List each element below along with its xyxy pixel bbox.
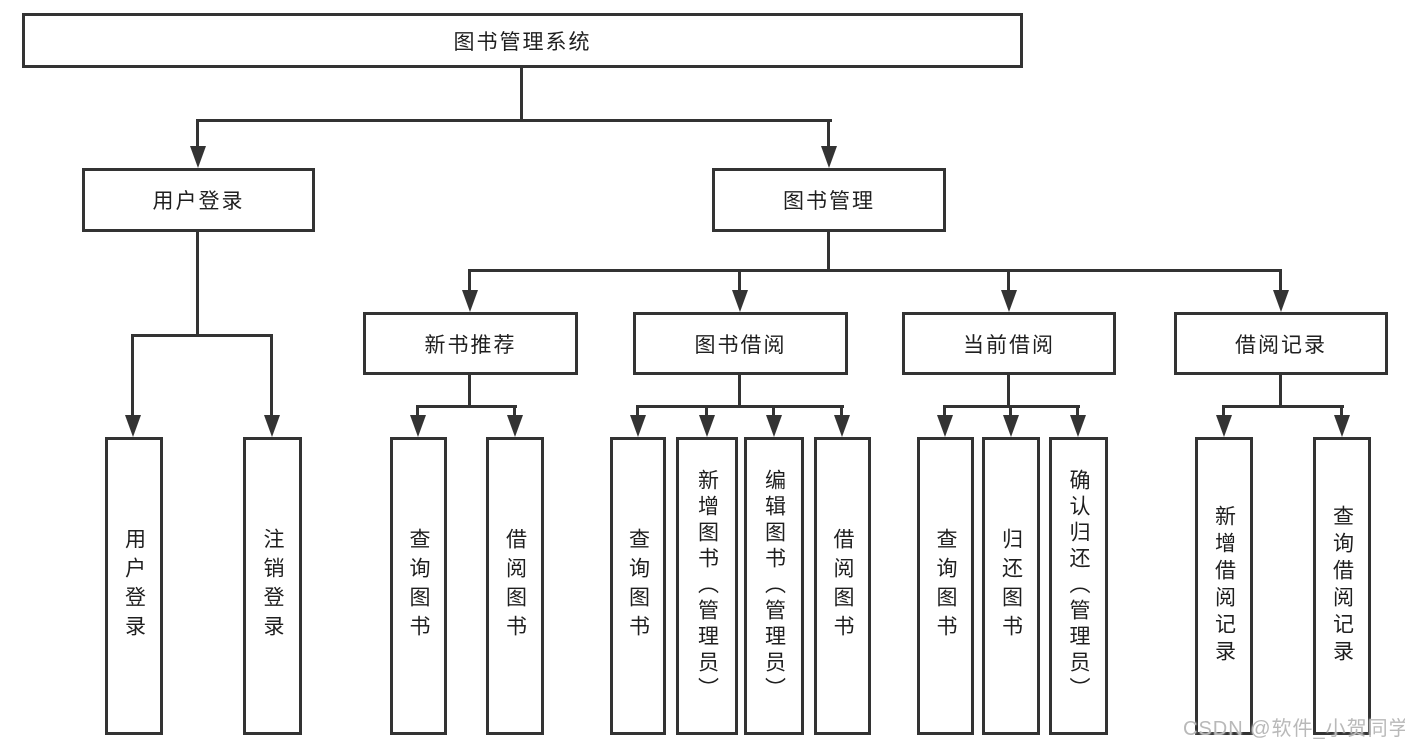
watermark: CSDN @软件_小贺同学	[1183, 712, 1405, 741]
leaf-add-borrow-record: 新增借阅记录	[1195, 437, 1253, 735]
leaf-return-books: 归还图书	[982, 437, 1040, 735]
leaf-query-books-current-label: 查询图书	[934, 528, 957, 644]
connector-line	[1007, 269, 1010, 293]
connector-line	[772, 405, 775, 419]
leaf-edit-book-admin: 编辑图书（管理员）	[744, 437, 804, 735]
connector-line	[840, 405, 843, 419]
arrow-down-icon	[732, 290, 748, 312]
leaf-borrow-books-borrowing-label: 借阅图书	[831, 528, 854, 644]
arrow-down-icon	[1334, 415, 1350, 437]
leaf-confirm-return-admin-label: 确认归还（管理员）	[1067, 469, 1090, 703]
node-current-borrowing-label: 当前借阅	[963, 333, 1055, 357]
arrow-down-icon	[507, 415, 523, 437]
node-borrowing-records: 借阅记录	[1174, 312, 1388, 375]
node-book-management: 图书管理	[712, 168, 946, 232]
leaf-logout-label: 注销登录	[261, 528, 284, 644]
arrow-down-icon	[410, 415, 426, 437]
connector-line	[469, 269, 1282, 272]
leaf-query-borrow-record: 查询借阅记录	[1313, 437, 1371, 735]
node-new-book-recommend: 新书推荐	[363, 312, 578, 375]
leaf-borrow-books-recommend: 借阅图书	[486, 437, 544, 735]
node-book-borrowing: 图书借阅	[633, 312, 848, 375]
leaf-query-books-current: 查询图书	[917, 437, 974, 735]
connector-line	[1076, 405, 1079, 419]
leaf-add-book-admin-label: 新增图书（管理员）	[695, 469, 719, 703]
node-user-login-label: 用户登录	[152, 190, 245, 213]
connector-line	[1279, 375, 1282, 407]
node-library-system-label: 图书管理系统	[453, 30, 592, 54]
connector-line	[416, 405, 517, 408]
watermark-text: CSDN @软件_小贺同学	[1183, 718, 1405, 740]
arrow-down-icon	[834, 415, 850, 437]
connector-line	[520, 68, 523, 121]
node-new-book-recommend-label: 新书推荐	[424, 333, 517, 357]
connector-line	[1007, 375, 1010, 407]
node-book-borrowing-label: 图书借阅	[694, 333, 787, 357]
leaf-user-login-label: 用户登录	[122, 528, 146, 644]
leaf-borrow-books-recommend-label: 借阅图书	[503, 528, 527, 644]
connector-line	[196, 119, 199, 152]
leaf-borrow-books-borrowing: 借阅图书	[814, 437, 871, 735]
leaf-query-books-recommend: 查询图书	[390, 437, 447, 735]
leaf-edit-book-admin-label: 编辑图书（管理员）	[762, 469, 786, 703]
arrow-down-icon	[821, 146, 837, 168]
arrow-down-icon	[1003, 415, 1019, 437]
arrow-down-icon	[125, 415, 141, 437]
arrow-down-icon	[937, 415, 953, 437]
arrow-down-icon	[264, 415, 280, 437]
leaf-query-borrow-record-label: 查询借阅记录	[1330, 505, 1354, 667]
connector-line	[943, 405, 946, 419]
connector-line	[131, 334, 134, 418]
connector-line	[705, 405, 708, 419]
leaf-query-books-borrowing-label: 查询图书	[626, 528, 650, 644]
node-borrowing-records-label: 借阅记录	[1235, 333, 1327, 357]
connector-line	[1279, 269, 1282, 293]
leaf-logout: 注销登录	[243, 437, 302, 735]
connector-line	[1222, 405, 1344, 408]
connector-line	[636, 405, 639, 419]
leaf-query-books-borrowing: 查询图书	[610, 437, 666, 735]
connector-line	[1009, 405, 1012, 419]
connector-line	[1340, 405, 1343, 419]
leaf-add-book-admin: 新增图书（管理员）	[676, 437, 738, 735]
arrow-down-icon	[190, 146, 206, 168]
connector-line	[416, 405, 419, 419]
connector-line	[1222, 405, 1225, 419]
connector-line	[827, 119, 830, 152]
node-library-system: 图书管理系统	[22, 13, 1023, 68]
leaf-user-login: 用户登录	[105, 437, 163, 735]
connector-line	[738, 375, 741, 407]
connector-line	[468, 269, 471, 293]
connector-line	[196, 119, 832, 122]
arrow-down-icon	[699, 415, 715, 437]
connector-line	[636, 405, 844, 408]
arrow-down-icon	[766, 415, 782, 437]
connector-line	[270, 334, 273, 418]
leaf-query-books-recommend-label: 查询图书	[407, 528, 430, 644]
connector-line	[513, 405, 516, 419]
arrow-down-icon	[1070, 415, 1086, 437]
connector-line	[827, 232, 830, 271]
connector-line	[196, 232, 199, 336]
arrow-down-icon	[1216, 415, 1232, 437]
connector-line	[738, 269, 741, 293]
arrow-down-icon	[1001, 290, 1017, 312]
connector-line	[131, 334, 273, 337]
node-current-borrowing: 当前借阅	[902, 312, 1116, 375]
leaf-confirm-return-admin: 确认归还（管理员）	[1049, 437, 1108, 735]
leaf-add-borrow-record-label: 新增借阅记录	[1212, 505, 1236, 667]
arrow-down-icon	[1273, 290, 1289, 312]
node-user-login: 用户登录	[82, 168, 315, 232]
connector-line	[468, 375, 471, 407]
arrow-down-icon	[630, 415, 646, 437]
leaf-return-books-label: 归还图书	[999, 528, 1023, 644]
node-book-management-label: 图书管理	[783, 190, 875, 213]
arrow-down-icon	[462, 290, 478, 312]
